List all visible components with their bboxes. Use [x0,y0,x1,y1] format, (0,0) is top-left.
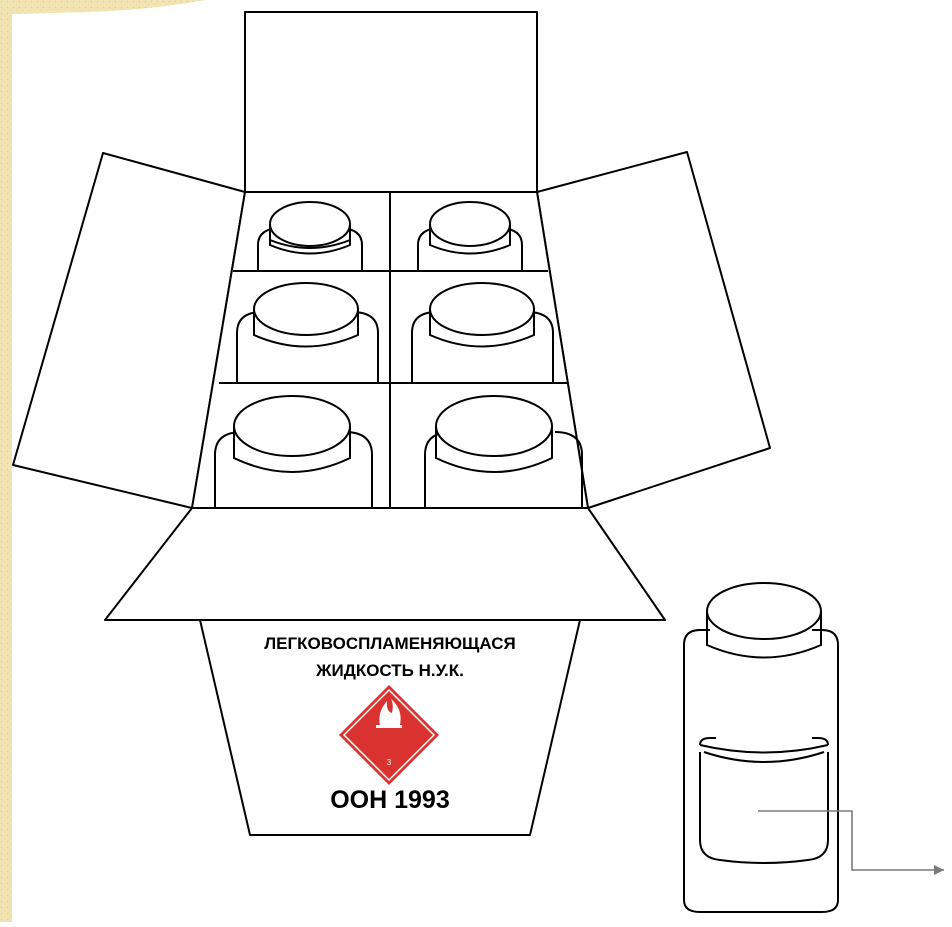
hazard-class-number: 3 [387,758,392,767]
background-texture-strip [0,0,12,922]
un-number-label: ООН 1993 [240,786,540,815]
box-front-flap [105,508,665,620]
package-label-line1: ЛЕГКОВОСПЛАМЕНЯЮЩАСЯ [190,634,590,654]
box-back-flap [245,12,537,192]
background-texture-corner [0,0,205,14]
pointer-arrow [758,811,944,875]
package-label-line2: ЖИДКОСТЬ Н.У.К. [190,661,590,681]
box-interior [192,192,588,508]
standalone-bottle [684,583,838,912]
